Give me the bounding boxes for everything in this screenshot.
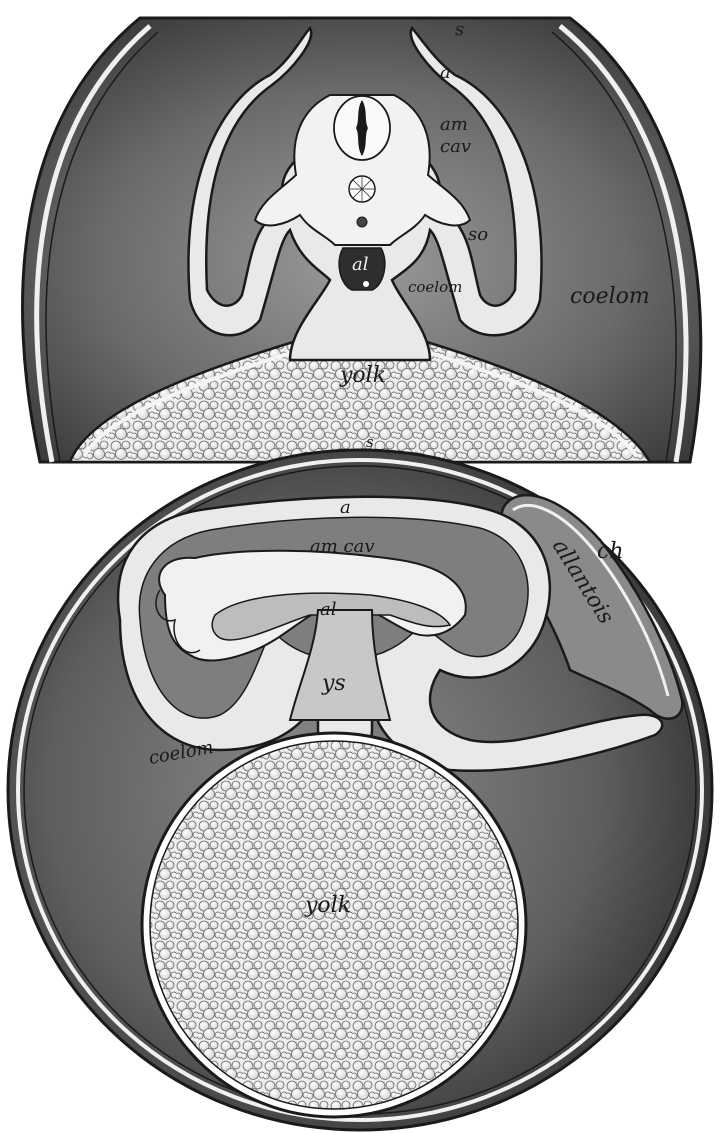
- label-al-upper: al: [352, 254, 369, 275]
- lower-longitudinal-section: s a am cav al ch allantois ys coelom yol…: [8, 433, 712, 1130]
- label-al-lower: al: [320, 599, 337, 620]
- label-am-cav-lower: am cav: [310, 536, 375, 557]
- label-so-upper: so: [468, 224, 488, 245]
- lower-yolk-sac: [150, 741, 518, 1109]
- upper-cross-section: s a am cav so al coelom coelom yolk: [23, 18, 701, 462]
- label-ys: ys: [321, 671, 346, 696]
- label-coelom-outer: coelom: [570, 284, 650, 309]
- label-ch-lower: ch: [597, 539, 624, 564]
- label-a-lower: a: [340, 497, 351, 518]
- label-yolk-upper: yolk: [339, 363, 386, 388]
- label-yolk-lower: yolk: [304, 893, 351, 918]
- upper-aorta: [357, 217, 367, 227]
- label-am-upper: am: [440, 114, 468, 135]
- label-s-upper: s: [455, 19, 464, 40]
- label-s-lower: s: [366, 433, 374, 451]
- label-a-upper: a: [440, 62, 451, 83]
- label-coelom-inner: coelom: [408, 278, 462, 296]
- label-cav-upper: cav: [440, 136, 471, 157]
